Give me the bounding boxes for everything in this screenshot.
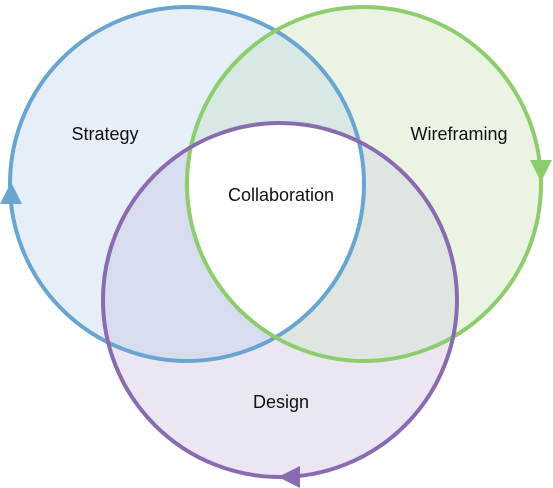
arrow-up-icon [0,182,22,204]
wireframing-label: Wireframing [410,124,507,144]
collaboration-label: Collaboration [228,185,334,205]
design-label: Design [253,392,309,412]
arrow-left-icon [278,466,300,488]
strategy-label: Strategy [71,124,138,144]
wireframing-circle-outline [185,5,543,363]
arrow-down-icon [530,160,552,182]
center-overlap [187,123,364,361]
